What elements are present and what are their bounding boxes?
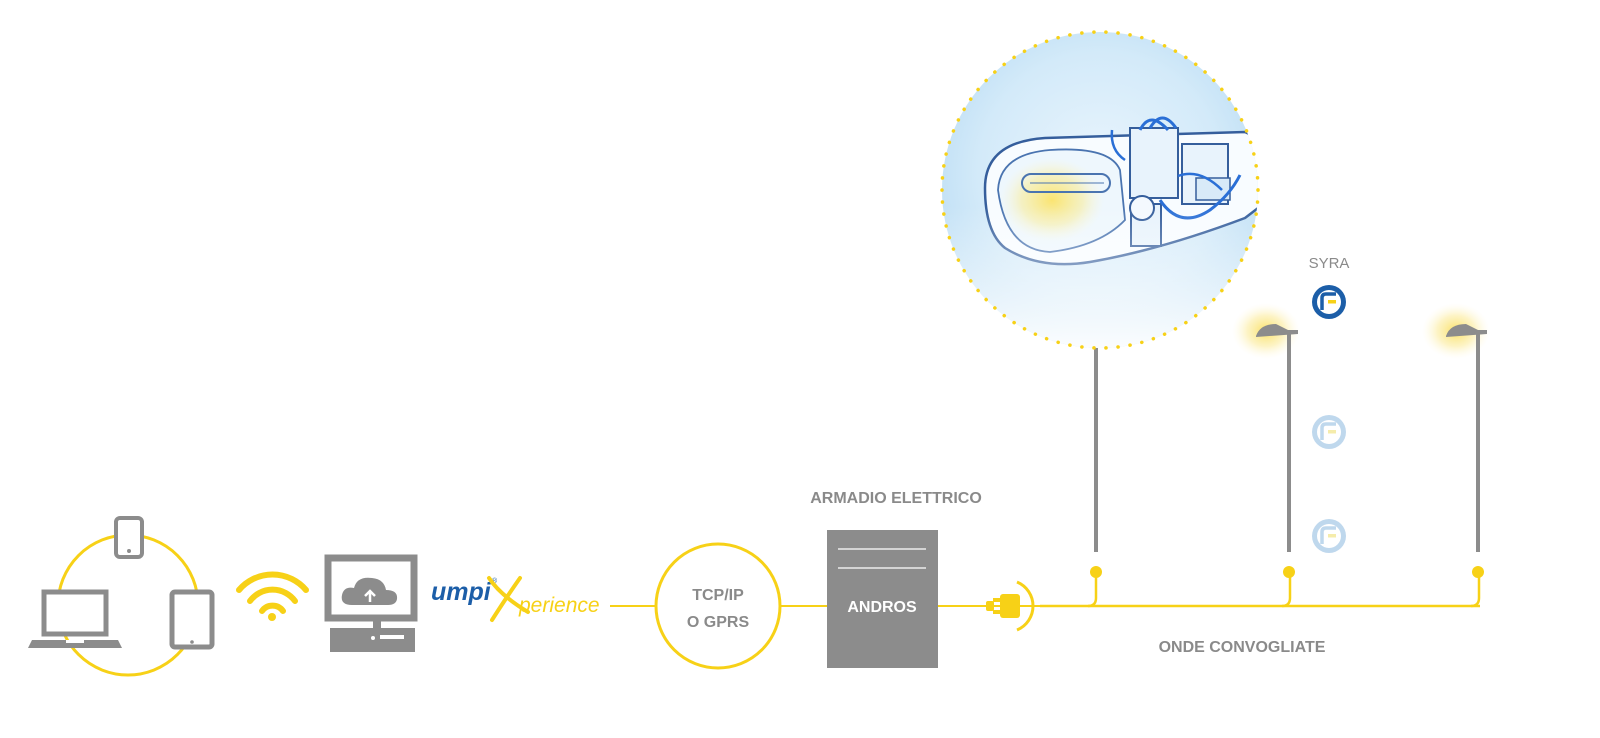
laptop-icon [28,589,122,648]
umpi-xperience-logo: umpi ® perience [431,576,600,622]
logo-umpi: umpi [431,578,492,606]
electrical-cabinet: ARMADIO ELETTRICO ANDROS [810,490,982,668]
network-label-line1: TCP/IP [692,587,744,604]
logo-perience: perience [518,594,600,617]
syra-module-icon [1312,285,1346,319]
lamp-drops [1087,573,1481,608]
svg-text:®: ® [492,577,498,585]
network-node: TCP/IP O GPRS [654,542,782,670]
street-lamp-icon [1232,303,1300,578]
street-lamp-icon [1422,303,1490,578]
controller-name: ANDROS [847,599,917,616]
network-label-line2: O GPRS [687,614,750,631]
syra-module-icon [1312,415,1346,449]
powerline-label: ONDE CONVOGLIATE [1159,639,1326,656]
luminaire-detail-bubble [940,30,1260,350]
cabinet-title: ARMADIO ELETTRICO [810,490,982,507]
cloud-upload-icon [341,577,398,605]
wifi-icon [236,571,309,621]
syra-label: SYRA [1309,255,1350,272]
tablet-icon [169,589,215,650]
desktop-computer-icon [324,554,418,652]
power-plug-icon [986,580,1035,632]
smartphone-icon [114,516,144,559]
syra-module-icon [1312,519,1346,553]
street-pole-1 [1090,347,1102,578]
